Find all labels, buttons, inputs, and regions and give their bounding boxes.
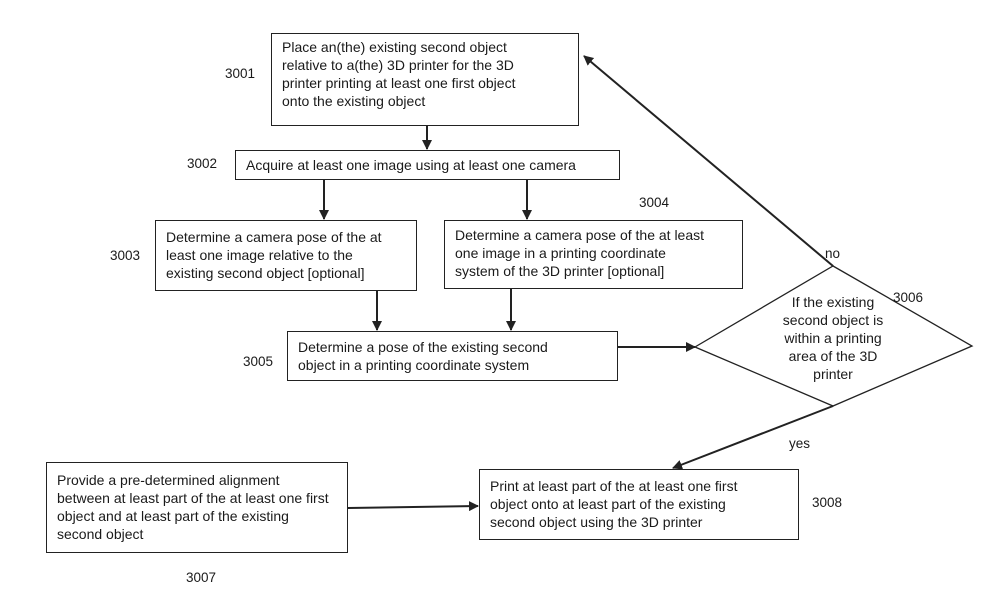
ref-label-3004: 3004 <box>639 195 670 210</box>
decision-text-3006: If the existing second object is within … <box>760 293 906 383</box>
edge-label-no: no <box>825 246 841 261</box>
decision-3006-line-1: If the existing <box>791 294 875 310</box>
step-3005-line-2: object in a printing coordinate system <box>298 357 530 373</box>
ref-label-3008: 3008 <box>812 495 843 510</box>
step-3001-line-2: relative to a(the) 3D printer for the 3D <box>282 57 514 73</box>
edge-label-yes: yes <box>789 436 811 451</box>
step-box-3008: Print at least part of the at least one … <box>479 469 799 540</box>
step-3007-line-4: second object <box>57 526 144 542</box>
step-3003-line-1: Determine a camera pose of the at <box>166 229 382 245</box>
decision-3006-line-5: printer <box>813 366 853 382</box>
step-3003-line-2: least one image relative to the <box>166 247 353 263</box>
step-3001-line-3: printer printing at least one first obje… <box>282 75 516 91</box>
decision-3006-line-4: area of the 3D <box>788 348 878 364</box>
arrow-3007-to-3008 <box>347 501 479 512</box>
step-box-3002: Acquire at least one image using at leas… <box>235 150 620 180</box>
step-3004-line-1: Determine a camera pose of the at least <box>455 227 705 243</box>
step-3004-line-2: one image in a printing coordinate <box>455 245 666 261</box>
step-3001-line-1: Place an(the) existing second object <box>282 39 507 55</box>
ref-label-3002: 3002 <box>187 156 218 171</box>
arrow-no-to-3001 <box>583 55 834 267</box>
ref-label-3001: 3001 <box>225 66 256 81</box>
step-3005-line-1: Determine a pose of the existing second <box>298 339 548 355</box>
ref-label-3007: 3007 <box>186 570 217 585</box>
ref-label-3006: 3006 <box>893 290 924 305</box>
step-3007-line-1: Provide a pre-determined alignment <box>57 472 280 488</box>
step-3007-line-3: object and at least part of the existing <box>57 508 289 524</box>
step-3004-line-3: system of the 3D printer [optional] <box>455 263 665 279</box>
step-3001-line-4: onto the existing object <box>282 93 426 109</box>
step-3008-line-3: second object using the 3D printer <box>490 514 703 530</box>
decision-3006-line-3: within a printing <box>784 330 882 346</box>
step-box-3001: Place an(the) existing second object rel… <box>271 33 579 126</box>
arrow-yes-to-3008 <box>672 405 834 470</box>
step-box-3007: Provide a pre-determined alignment betwe… <box>46 462 348 553</box>
ref-label-3005: 3005 <box>243 354 274 369</box>
step-box-3004: Determine a camera pose of the at least … <box>444 220 743 289</box>
step-3008-line-2: object onto at least part of the existin… <box>490 496 726 512</box>
step-box-3003: Determine a camera pose of the at least … <box>155 220 417 291</box>
step-box-3005: Determine a pose of the existing second … <box>287 331 618 381</box>
step-3008-line-1: Print at least part of the at least one … <box>490 478 738 494</box>
step-3003-line-3: existing second object [optional] <box>166 265 365 281</box>
step-3002-line-1: Acquire at least one image using at leas… <box>246 157 576 173</box>
ref-label-3003: 3003 <box>110 248 141 263</box>
step-3007-line-2: between at least part of the at least on… <box>57 490 329 506</box>
decision-3006-line-2: second object is <box>782 312 884 328</box>
